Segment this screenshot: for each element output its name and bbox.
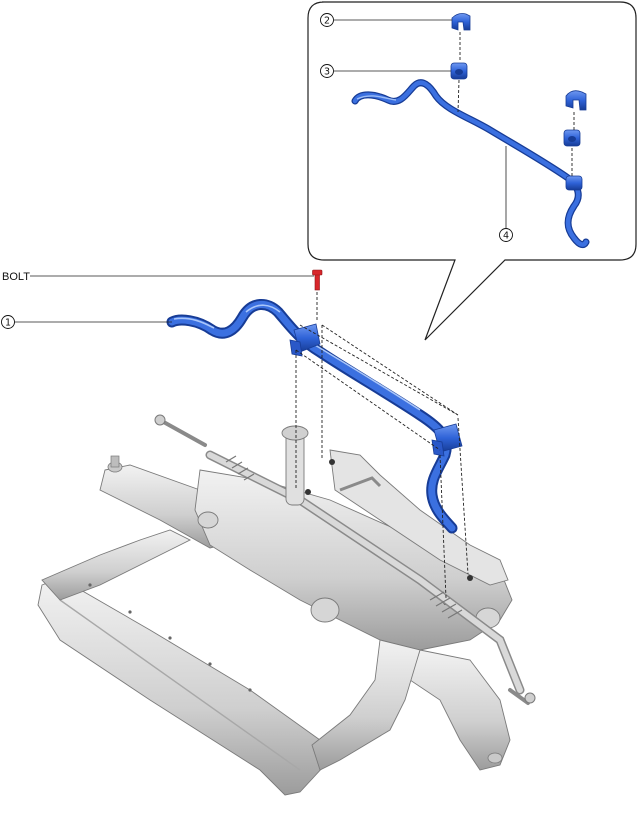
detail-bushing-left	[450, 62, 468, 80]
bolt-icon	[312, 269, 323, 291]
detail-callout-bubble	[307, 1, 637, 341]
callout-1: 1	[1, 315, 15, 329]
bolt-label: BOLT	[2, 271, 30, 283]
detail-stabilizer-bar	[351, 79, 590, 249]
callout-4: 4	[499, 228, 513, 242]
detail-bushing-right	[563, 129, 581, 147]
callout-2: 2	[320, 13, 334, 27]
detail-leader-lines	[334, 19, 507, 228]
front-stabilizer-bar	[166, 299, 463, 534]
front-subframe	[37, 449, 513, 796]
steering-gear	[154, 414, 536, 705]
svg-text:4: 4	[503, 231, 509, 242]
svg-text:1: 1	[5, 318, 11, 329]
main-leader-lines	[14, 275, 314, 323]
detail-bracket-left	[451, 13, 471, 31]
svg-text:3: 3	[324, 67, 330, 78]
detail-alignment-lines	[457, 32, 575, 176]
svg-text:2: 2	[324, 16, 330, 27]
detail-bushing-on-bar	[565, 175, 583, 191]
detail-bracket-right	[565, 90, 587, 111]
callout-3: 3	[320, 64, 334, 78]
installation-dashed-lines	[295, 292, 469, 599]
